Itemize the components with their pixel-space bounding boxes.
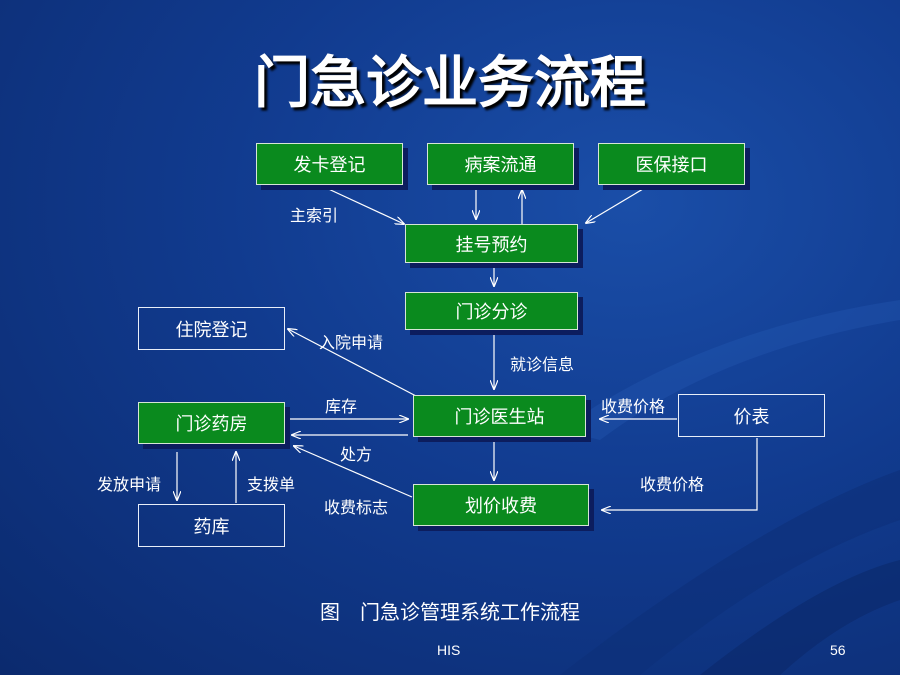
node-price-list: 价表 <box>678 394 825 437</box>
node-medical-records: 病案流通 <box>427 143 574 185</box>
node-card-registration: 发卡登记 <box>256 143 403 185</box>
arrow-card-to-register <box>321 185 404 224</box>
label-issue-request: 发放申请 <box>97 475 162 494</box>
label-charge-flag: 收费标志 <box>324 498 389 517</box>
node-doctor-station: 门诊医生站 <box>413 395 586 437</box>
node-registration-booking: 挂号预约 <box>405 224 578 263</box>
footer-title: HIS <box>437 642 461 658</box>
page-number: 56 <box>830 642 846 658</box>
page-title: 门急诊业务流程 <box>254 50 646 116</box>
arrow-billing-to-pharmacy <box>294 446 413 498</box>
label-transfer-note: 支拨单 <box>247 475 296 494</box>
node-insurance-interface: 医保接口 <box>598 143 745 185</box>
figure-caption: 图 门急诊管理系统工作流程 <box>320 600 580 624</box>
label-main-index: 主索引 <box>290 206 339 225</box>
label-stock: 库存 <box>325 397 358 416</box>
label-charge-price-bottom: 收费价格 <box>640 475 705 494</box>
node-billing: 划价收费 <box>413 484 589 526</box>
label-charge-price-top: 收费价格 <box>601 397 666 416</box>
node-outpatient-pharmacy: 门诊药房 <box>138 402 285 444</box>
label-prescription: 处方 <box>340 445 373 464</box>
arrow-pricelist-to-billing <box>602 438 758 510</box>
node-drug-warehouse: 药库 <box>138 504 285 547</box>
arrow-doctor-to-inpatient <box>288 329 417 397</box>
label-admission-request: 入院申请 <box>319 333 384 352</box>
arrow-insurance-to-register <box>586 185 649 223</box>
node-outpatient-triage: 门诊分诊 <box>405 292 578 330</box>
label-visit-info: 就诊信息 <box>510 355 575 374</box>
node-inpatient-registration: 住院登记 <box>138 307 285 350</box>
